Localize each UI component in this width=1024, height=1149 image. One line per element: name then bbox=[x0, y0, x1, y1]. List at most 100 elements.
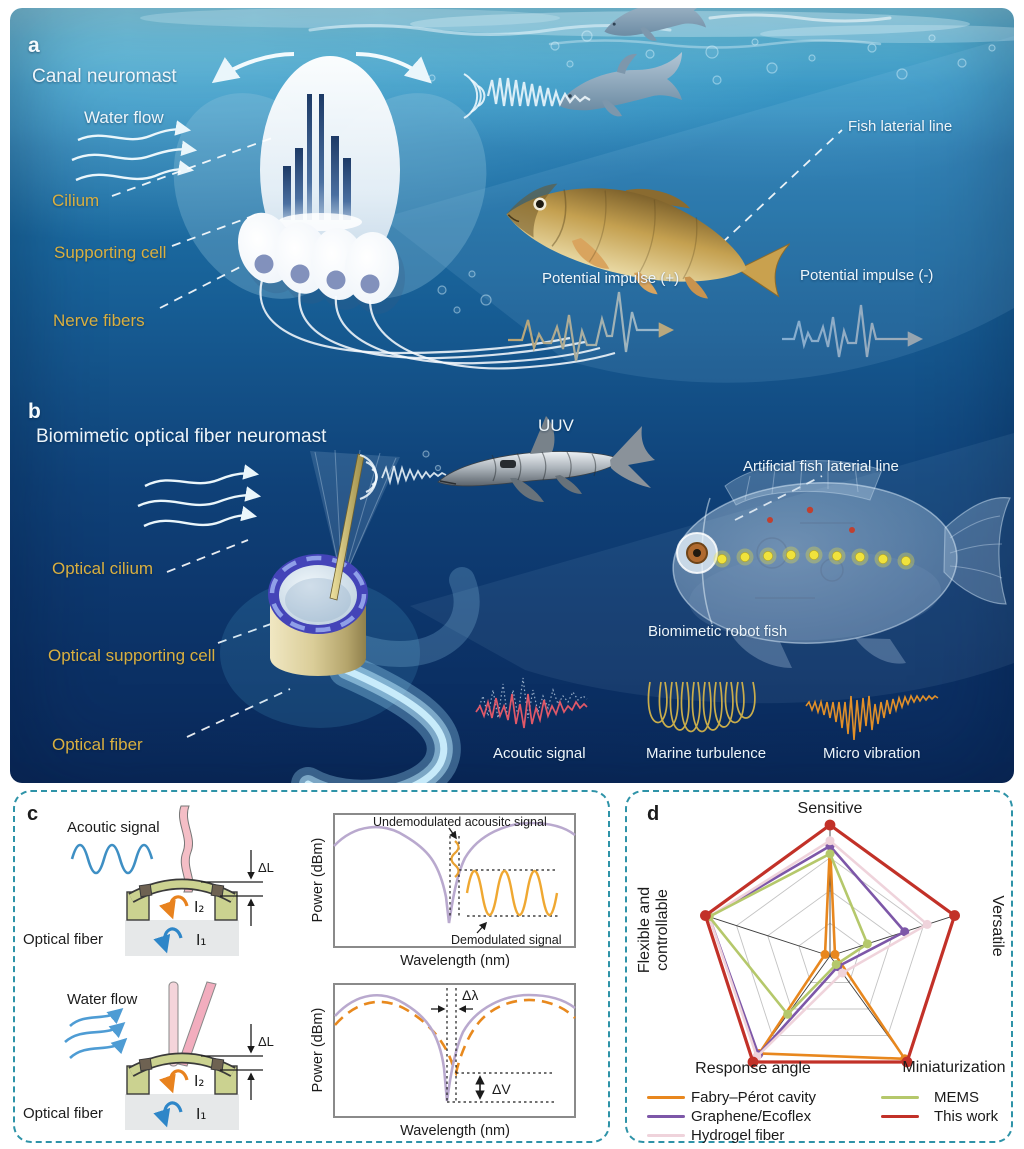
acoustic-signal-label-c: Acoutic signal bbox=[67, 819, 160, 836]
cilium-wavy bbox=[179, 805, 194, 893]
fish-lateral-line-label: Fish laterial line bbox=[848, 118, 953, 135]
delta-L-annotation-bottom bbox=[201, 1024, 263, 1100]
radar-point bbox=[837, 968, 847, 978]
spectrum-curve bbox=[333, 821, 576, 924]
plot-demodulation: Undemodulated acousitc signal Demodulate… bbox=[310, 813, 576, 969]
radar-point bbox=[900, 927, 910, 937]
nerve-fiber-curves bbox=[259, 279, 616, 370]
panel-a-letter: a bbox=[28, 34, 40, 57]
demodulated-sine bbox=[465, 870, 559, 916]
radar-point bbox=[831, 959, 841, 969]
ocean-illustration bbox=[71, 8, 1014, 783]
panel-a-title: Canal neuromast bbox=[32, 66, 177, 87]
water-flow-arrows-b bbox=[137, 464, 262, 528]
legend-swatch-2 bbox=[647, 1134, 685, 1137]
water-flow-label-a: Water flow bbox=[84, 108, 164, 127]
axis-label-miniaturization: Miniaturization bbox=[902, 1059, 1005, 1076]
robot-fish-label: Biomimetic robot fish bbox=[648, 623, 788, 640]
radar-point bbox=[830, 949, 840, 959]
signal-icon-vibration bbox=[805, 694, 939, 741]
panel-c-letter: c bbox=[27, 803, 38, 825]
dolphins bbox=[558, 8, 707, 117]
callout-lines-a bbox=[111, 129, 843, 309]
supporting-cells bbox=[238, 212, 406, 314]
legend-label-3: MEMS bbox=[934, 1089, 979, 1106]
undemodulated-label: Undemodulated acousitc signal bbox=[373, 815, 547, 829]
optical-fiber-label-c-bottom: Optical fiber bbox=[23, 1105, 103, 1122]
water-flow-swooshes bbox=[64, 1007, 128, 1059]
panel-b-letter: b bbox=[28, 400, 41, 423]
plot-bottom-xlabel: Wavelength (nm) bbox=[400, 1123, 510, 1139]
uuv-label: UUV bbox=[538, 416, 574, 435]
radar-series-Fabry–Pérot cavity bbox=[757, 843, 906, 1061]
sonar-beam-a bbox=[382, 36, 1014, 383]
legend-label-0: Fabry–Pérot cavity bbox=[691, 1089, 817, 1106]
radar-point bbox=[824, 819, 836, 831]
panel-d-letter: d bbox=[647, 803, 659, 825]
I1-arrow bbox=[153, 927, 183, 954]
radar-spoke bbox=[829, 915, 955, 957]
demodulated-label: Demodulated signal bbox=[451, 933, 562, 947]
cilium-label: Cilium bbox=[52, 191, 100, 210]
acoustic-coil-icon bbox=[463, 73, 591, 119]
radar-point bbox=[862, 939, 872, 949]
radar-point bbox=[949, 910, 960, 921]
axis-label-response-angle: Response angle bbox=[695, 1060, 811, 1077]
shifted-spectrum-curve bbox=[334, 998, 576, 1078]
delta-L-label-bottom: ΔL bbox=[258, 1034, 274, 1049]
radar-point bbox=[700, 910, 711, 921]
neuromast-illustration bbox=[173, 52, 616, 370]
delta-lambda-label: Δλ bbox=[462, 987, 478, 1003]
I2-arrow bbox=[159, 895, 189, 920]
axis-label-flexible-1: Flexible and bbox=[636, 887, 653, 973]
radar-grid-ring bbox=[798, 922, 862, 983]
radar-spoke bbox=[705, 915, 831, 957]
legend-swatch-0 bbox=[647, 1096, 685, 1099]
lateral-line-sensor-dots bbox=[713, 546, 915, 570]
plot-bottom-ylabel: Power (dBm) bbox=[310, 1008, 326, 1093]
original-spectrum-curve bbox=[334, 993, 576, 1102]
nerve-fibers-label: Nerve fibers bbox=[53, 311, 145, 330]
I2-label-bottom: I₂ bbox=[194, 1072, 204, 1090]
radar-point bbox=[901, 1056, 913, 1068]
radar-grid-ring bbox=[767, 889, 893, 1010]
signal-icon-turbulence bbox=[647, 681, 756, 733]
delta-V-label: ΔV bbox=[492, 1081, 511, 1097]
I1-label-top: I₁ bbox=[196, 931, 206, 949]
radar-point bbox=[820, 949, 830, 959]
ocean-scene: a Canal neuromast Water flow Cilium Supp… bbox=[10, 8, 1014, 783]
legend-swatch-3 bbox=[881, 1096, 919, 1099]
plot-top-ylabel: Power (dBm) bbox=[310, 838, 326, 923]
panel-b-title: Biomimetic optical fiber neuromast bbox=[36, 426, 327, 447]
legend-label-1: Graphene/Ecoflex bbox=[691, 1108, 812, 1125]
delta-L-annotation-top bbox=[201, 850, 263, 926]
axis-label-flexible-2: controllable bbox=[654, 889, 671, 971]
cilia-bars bbox=[283, 94, 351, 220]
fiber-base bbox=[125, 920, 239, 956]
panel-c: c Acoutic signal I₂ I₁ Optical fiber bbox=[13, 790, 610, 1143]
optical-fiber-label-c-top: Optical fiber bbox=[23, 931, 103, 948]
legend-swatch-1 bbox=[647, 1115, 685, 1118]
plot-top-xlabel: Wavelength (nm) bbox=[400, 953, 510, 969]
radar-axis-labels: d Sensitive Versatile Miniaturization Re… bbox=[636, 800, 1006, 1077]
optical-cilium-label: Optical cilium bbox=[52, 559, 154, 578]
plot-wavelength-shift: Δλ ΔV Power (dBm) Wavelength (nm) bbox=[310, 983, 576, 1139]
micro-vibration-label: Micro vibration bbox=[823, 745, 921, 762]
axis-label-sensitive: Sensitive bbox=[798, 800, 863, 817]
diagram-water-flow: Water flow I₂ I₁ Optical f bbox=[23, 981, 274, 1130]
cilium-rest bbox=[168, 981, 179, 1067]
radar-point bbox=[922, 919, 932, 929]
undemodulated-squiggle bbox=[450, 840, 460, 878]
radar-series-MEMS bbox=[707, 852, 869, 1016]
potential-impulse-negative-label: Potential impulse (-) bbox=[800, 267, 934, 284]
legend-label-2: Hydrogel fiber bbox=[691, 1127, 785, 1144]
water-flow-arrows-a bbox=[71, 120, 198, 182]
radar-series-This work bbox=[703, 823, 957, 1064]
panel-d: d Sensitive Versatile Miniaturization Re… bbox=[625, 790, 1015, 1145]
uuv bbox=[437, 416, 655, 502]
water-surface bbox=[140, 8, 1014, 49]
carp-fish bbox=[506, 183, 791, 299]
I1-label-bottom: I₁ bbox=[196, 1105, 206, 1123]
